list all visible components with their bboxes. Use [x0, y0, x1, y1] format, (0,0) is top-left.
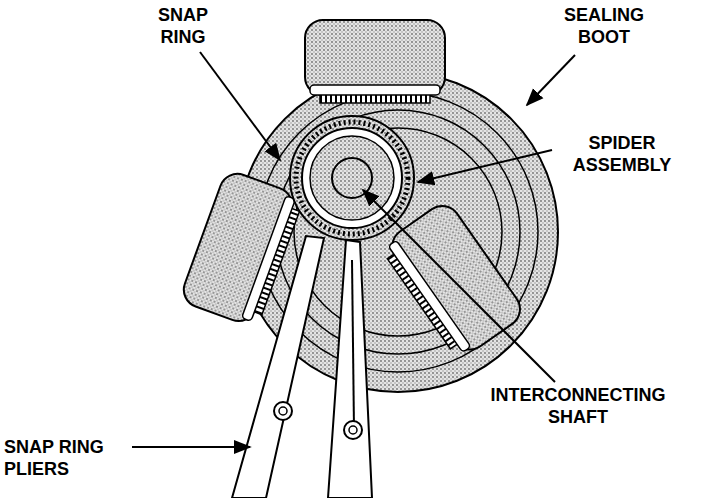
leader-line [418, 150, 552, 182]
part-label: INTERCONNECTING SHAFT [462, 384, 694, 428]
part-label: SNAP RING PLIERS [4, 436, 129, 480]
part-label: SPIDER ASSEMBLY [552, 132, 692, 176]
part-label: SNAP RING [138, 4, 228, 48]
leader-line [363, 190, 555, 382]
leader-line [132, 446, 250, 448]
leader-line [527, 55, 575, 105]
part-label: SEALING BOOT [548, 4, 660, 48]
leader-line [200, 52, 280, 160]
